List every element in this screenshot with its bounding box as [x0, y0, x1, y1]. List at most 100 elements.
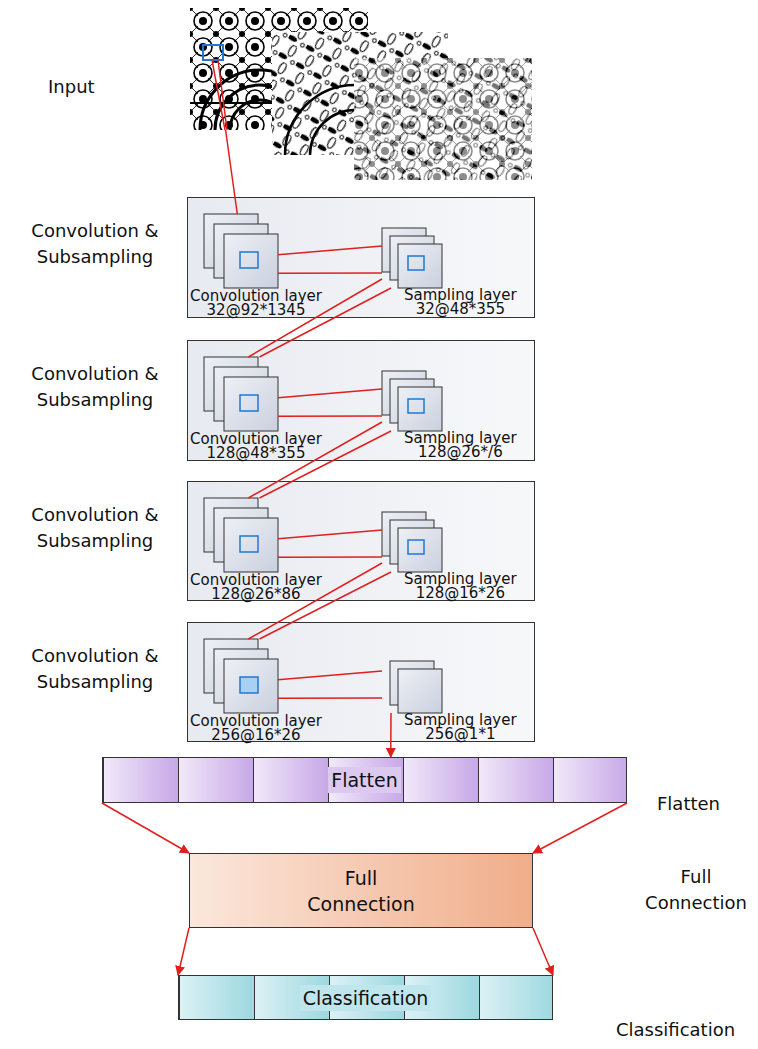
- feature-map-squares: [204, 214, 278, 288]
- feature-map-square: [398, 528, 442, 572]
- connector-line: [278, 556, 382, 558]
- conv-layer-stack: Convolution layer128@48*355: [204, 357, 278, 431]
- pool-window: [408, 399, 424, 413]
- conv-layer-stack: Convolution layer256@16*26: [204, 639, 278, 713]
- flatten-side-label: Flatten: [657, 791, 720, 817]
- conv-layer-stack: Convolution layer128@26*86: [204, 498, 278, 572]
- classification-bar: ClassificationClassification: [178, 975, 553, 1020]
- layer-name: Sampling layer: [404, 288, 517, 302]
- connector: [278, 389, 382, 416]
- layer-dimension: 32@92*1345: [190, 303, 322, 317]
- input-image-stack: Input: [190, 8, 368, 130]
- layer-caption: Sampling layer128@16*26: [404, 572, 517, 600]
- connector-line: [178, 928, 189, 975]
- feature-map-square: [398, 669, 442, 713]
- conv-block-panel: Convolution & SubsamplingConvolution lay…: [187, 481, 535, 601]
- conv-block-panel: Convolution & SubsamplingConvolution lay…: [187, 340, 535, 461]
- connector-line: [390, 713, 392, 757]
- sampling-layer-stack: Sampling layer256@1*1: [382, 653, 442, 713]
- conv-block-panel: Convolution & SubsamplingConvolution lay…: [187, 197, 535, 318]
- kernel-window: [240, 536, 258, 552]
- layer-name: Convolution layer: [190, 714, 322, 728]
- flatten-bar: FlattenFlatten: [102, 757, 627, 803]
- layer-caption: Convolution layer128@26*86: [190, 573, 322, 601]
- connector-line: [278, 671, 382, 680]
- input-image: [354, 58, 532, 180]
- connector-line: [278, 272, 382, 274]
- conv-block-panel: Convolution & SubsamplingConvolution lay…: [187, 622, 535, 742]
- connector-line: [260, 288, 392, 357]
- connector: [390, 713, 391, 757]
- feature-map-square: [224, 518, 278, 572]
- connector: [248, 279, 391, 357]
- connector-line: [533, 803, 627, 853]
- connector: [278, 246, 382, 273]
- feature-map-square: [224, 659, 278, 713]
- layer-name: Convolution layer: [190, 289, 322, 303]
- full-connection-side-label: Full Connection: [640, 864, 752, 916]
- layer-caption: Convolution layer32@92*1345: [190, 289, 322, 317]
- layer-name: Sampling layer: [404, 713, 517, 727]
- connector: [102, 803, 627, 853]
- connector-line: [248, 279, 382, 357]
- layer-dimension: 128@16*26: [404, 586, 517, 600]
- layer-name: Convolution layer: [190, 573, 322, 587]
- block-label: Convolution & Subsampling: [12, 361, 178, 413]
- connector-line: [260, 572, 392, 639]
- feature-map-square: [398, 244, 442, 288]
- layer-caption: Sampling layer32@48*355: [404, 288, 517, 316]
- connector: [278, 671, 382, 698]
- full-connection-box: Full ConnectionFull Connection: [189, 853, 533, 928]
- connector: [226, 130, 238, 214]
- feature-map-square: [224, 234, 278, 288]
- layer-dimension: 128@26*/6: [404, 445, 517, 459]
- input-images: [190, 8, 368, 130]
- connector-line: [226, 130, 238, 214]
- layer-name: Sampling layer: [404, 572, 517, 586]
- connector-line: [260, 431, 392, 498]
- feature-map-squares: [382, 228, 442, 288]
- connector-line: [278, 415, 382, 417]
- classification-text: Classification: [300, 985, 432, 1011]
- connector-line: [278, 530, 382, 539]
- block-label: Convolution & Subsampling: [12, 218, 178, 270]
- connector: [178, 928, 553, 975]
- full-connection-text: Full Connection: [293, 865, 429, 917]
- feature-map-squares: [382, 653, 442, 713]
- connector-line: [278, 246, 382, 255]
- layer-name: Sampling layer: [404, 431, 517, 445]
- feature-map-squares: [204, 639, 278, 713]
- feature-map-squares: [382, 512, 442, 572]
- input-label: Input: [48, 74, 95, 100]
- connector: [278, 530, 382, 557]
- feature-map-squares: [204, 357, 278, 431]
- connector: [248, 422, 391, 498]
- pool-window: [408, 256, 424, 270]
- layer-caption: Sampling layer128@26*/6: [404, 431, 517, 459]
- feature-map-squares: [382, 371, 442, 431]
- layer-dimension: 128@26*86: [190, 587, 322, 601]
- sampling-layer-stack: Sampling layer128@26*/6: [382, 371, 442, 431]
- feature-map-squares: [204, 498, 278, 572]
- kernel-window: [240, 395, 258, 411]
- feature-map-square: [398, 387, 442, 431]
- connector-line: [248, 563, 382, 639]
- block-label: Convolution & Subsampling: [12, 502, 178, 554]
- layer-dimension: 128@48*355: [190, 446, 322, 460]
- sampling-layer-stack: Sampling layer32@48*355: [382, 228, 442, 288]
- connector: [248, 563, 391, 639]
- layer-name: Convolution layer: [190, 432, 322, 446]
- layer-dimension: 256@16*26: [190, 728, 322, 742]
- connector-line: [533, 928, 553, 975]
- layer-caption: Convolution layer256@16*26: [190, 714, 322, 742]
- pool-window: [408, 540, 424, 554]
- connector-line: [278, 697, 382, 699]
- conv-layer-stack: Convolution layer32@92*1345: [204, 214, 278, 288]
- connector-line: [248, 422, 382, 498]
- flatten-text: Flatten: [328, 767, 400, 793]
- block-label: Convolution & Subsampling: [12, 643, 178, 695]
- connector-line: [278, 389, 382, 398]
- sampling-layer-stack: Sampling layer128@16*26: [382, 512, 442, 572]
- layer-caption: Convolution layer128@48*355: [190, 432, 322, 460]
